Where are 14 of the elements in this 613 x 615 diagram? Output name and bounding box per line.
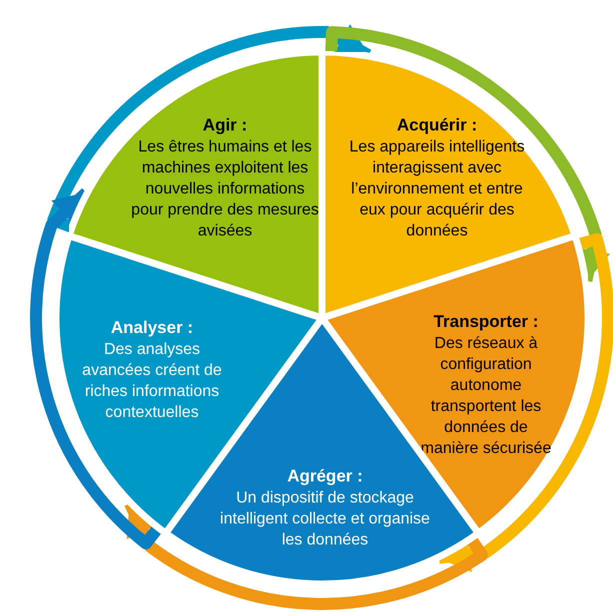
cycle-arrow	[47, 24, 372, 232]
sector-description: Des analyses avancées créent de riches informations contextuelles	[81, 340, 223, 423]
sector-heading: Transporter :	[434, 311, 538, 333]
cycle-arrow	[438, 233, 613, 572]
cycle-arrow	[30, 188, 162, 550]
sector-heading: Agir :	[202, 114, 248, 136]
sector-description: Les êtres humains et les machines exploitent les nouvelles informations pour prendre des mesures avisées	[130, 138, 320, 242]
sector-description: Un dispositif de stockage intelligent collecte et organise les données	[219, 488, 431, 550]
sector-heading: Acquérir :	[396, 114, 478, 136]
sector-description: Les appareils intelligents interagissent avec l’environnement et entre eux pour acquérir des données	[348, 138, 526, 242]
sector-heading: Analyser :	[110, 317, 194, 339]
sector-description: Des réseaux à configuration autonome transportent les données de manière sécurisée	[420, 334, 552, 459]
sector-heading: Agréger :	[287, 466, 363, 488]
cycle-arrow	[325, 26, 610, 282]
